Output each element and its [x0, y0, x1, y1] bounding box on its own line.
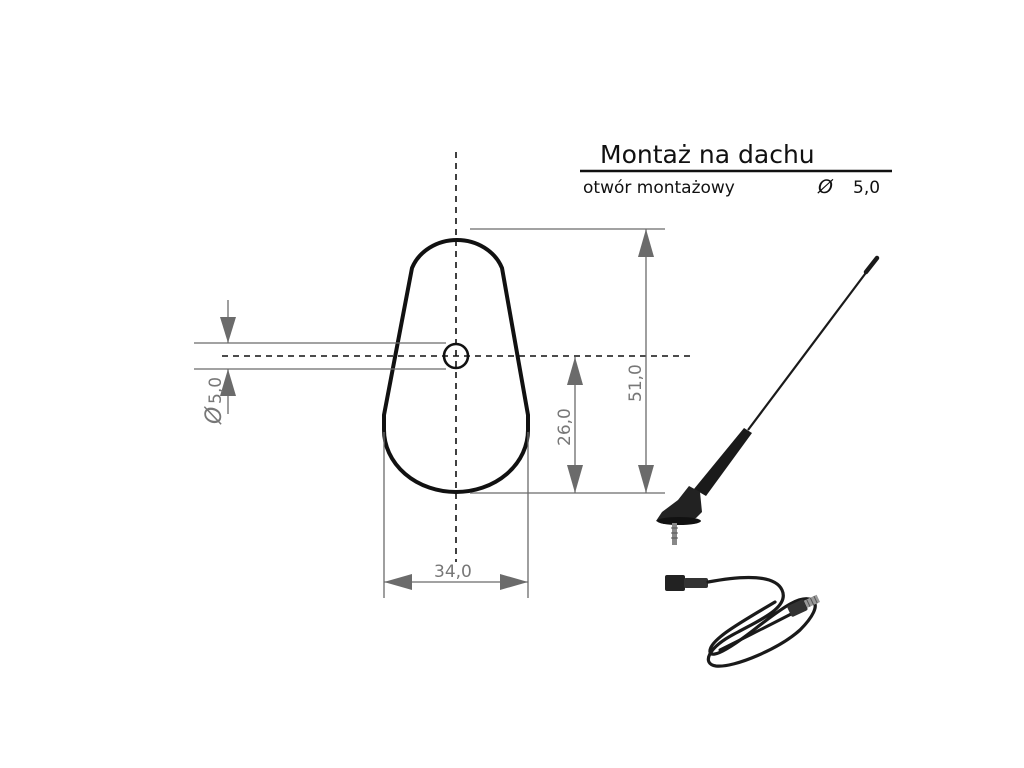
title: Montaż na dachu	[600, 140, 815, 169]
width-arrow-right	[500, 574, 528, 590]
hole-diameter-symbol: Ø	[202, 406, 227, 425]
subtitle-symbol: Ø	[817, 176, 834, 198]
width-dimension-label: 34,0	[434, 562, 472, 582]
hole-to-bottom-arrow-bottom	[567, 465, 583, 493]
hole-arrow-top	[220, 317, 236, 343]
hole-to-bottom-dimension-label: 26,0	[555, 408, 575, 446]
cable-connector-icon	[665, 575, 821, 668]
hole-to-bottom-arrow-top	[567, 357, 583, 385]
hole-diameter-value: 5,0	[206, 377, 226, 404]
height-dimension-label: 51,0	[626, 364, 646, 402]
width-arrow-left	[384, 574, 412, 590]
subtitle-value: 5,0	[853, 178, 880, 198]
mount-hole-outline	[382, 238, 530, 494]
subtitle-label: otwór montażowy	[583, 178, 735, 198]
small-hole-circle	[442, 342, 470, 370]
height-arrow-bottom	[638, 465, 654, 493]
hole-arrow-bottom	[220, 369, 236, 396]
height-arrow-top	[638, 229, 654, 257]
antenna-icon	[656, 255, 880, 545]
